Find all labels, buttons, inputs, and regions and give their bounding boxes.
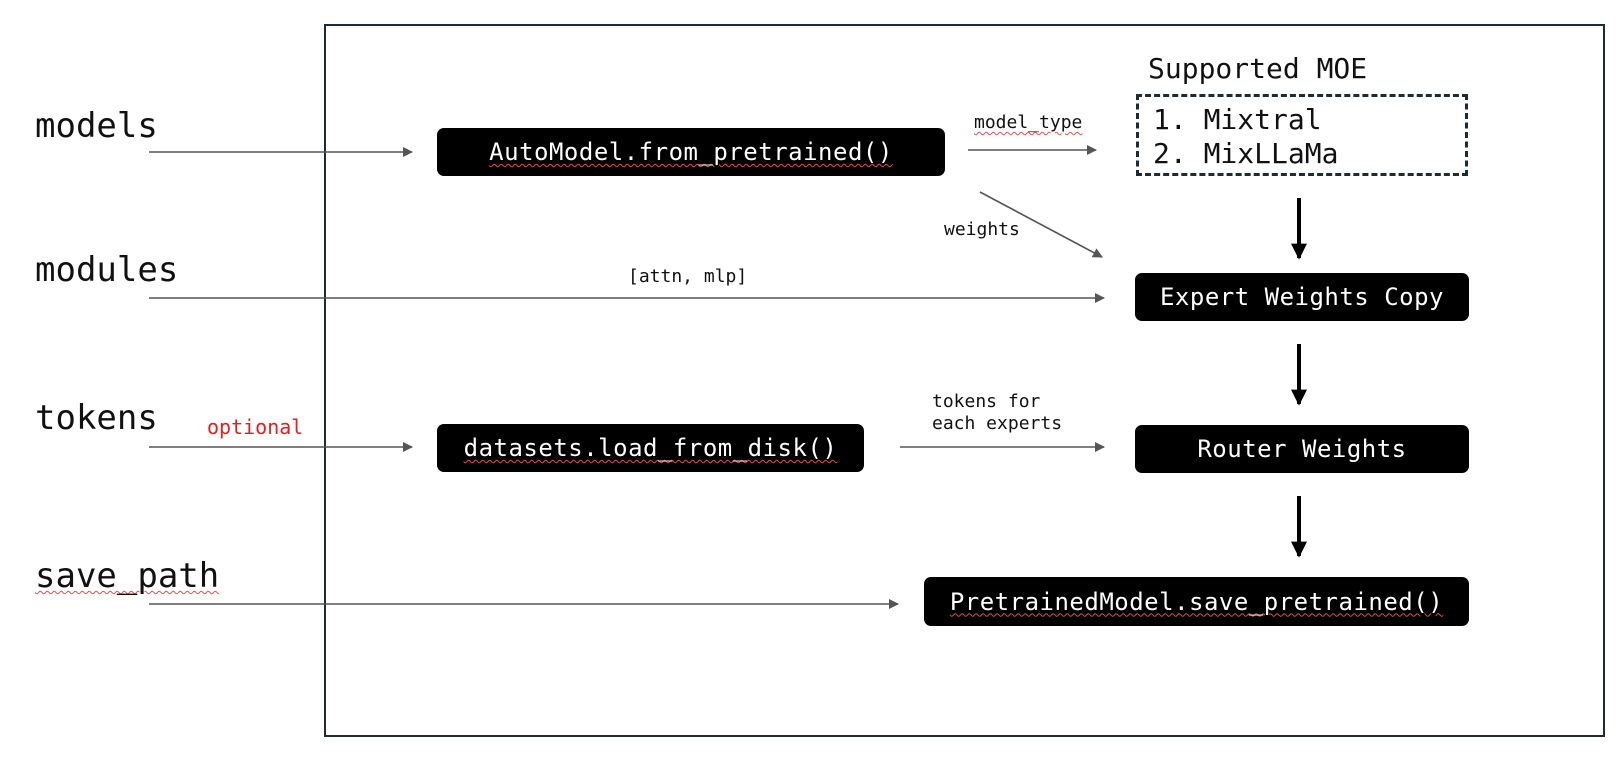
arrow-automodel-to-expert-weights	[979, 191, 1103, 258]
modules-list-label: [attn, mlp]	[628, 266, 748, 287]
save-pretrained-node: PretrainedModel.save_pretrained()	[924, 577, 1469, 626]
weights-label: weights	[944, 219, 1020, 240]
save-pretrained-label: PretrainedModel.save_pretrained()	[949, 587, 1444, 616]
moe-item-mixllama: 2. MixLLaMa	[1153, 137, 1339, 170]
model-type-label: model_type	[974, 112, 1083, 133]
automodel-node-label: AutoModel.from_pretrained()	[489, 138, 893, 166]
input-modules-label: modules	[35, 250, 179, 290]
datasets-node-label: datasets.load_from_disk()	[463, 434, 838, 462]
automodel-node: AutoModel.from_pretrained()	[437, 128, 945, 176]
router-weights-label: Router Weights	[1197, 435, 1407, 463]
input-tokens-label: tokens	[35, 398, 158, 438]
supported-moe-title: Supported MOE	[1148, 52, 1368, 85]
input-save-path-label: save_path	[35, 556, 220, 596]
expert-weights-copy-node: Expert Weights Copy	[1135, 273, 1469, 321]
router-weights-node: Router Weights	[1135, 425, 1469, 473]
supported-moe-box: 1. Mixtral 2. MixLLaMa	[1136, 94, 1468, 176]
pipeline-frame	[324, 24, 1605, 737]
expert-weights-copy-label: Expert Weights Copy	[1159, 283, 1445, 311]
moe-item-mixtral: 1. Mixtral	[1153, 103, 1322, 136]
input-models-label: models	[35, 106, 158, 146]
tokens-for-experts-label: tokens for each experts	[932, 391, 1063, 434]
optional-label: optional	[207, 415, 304, 439]
datasets-node: datasets.load_from_disk()	[437, 424, 864, 472]
